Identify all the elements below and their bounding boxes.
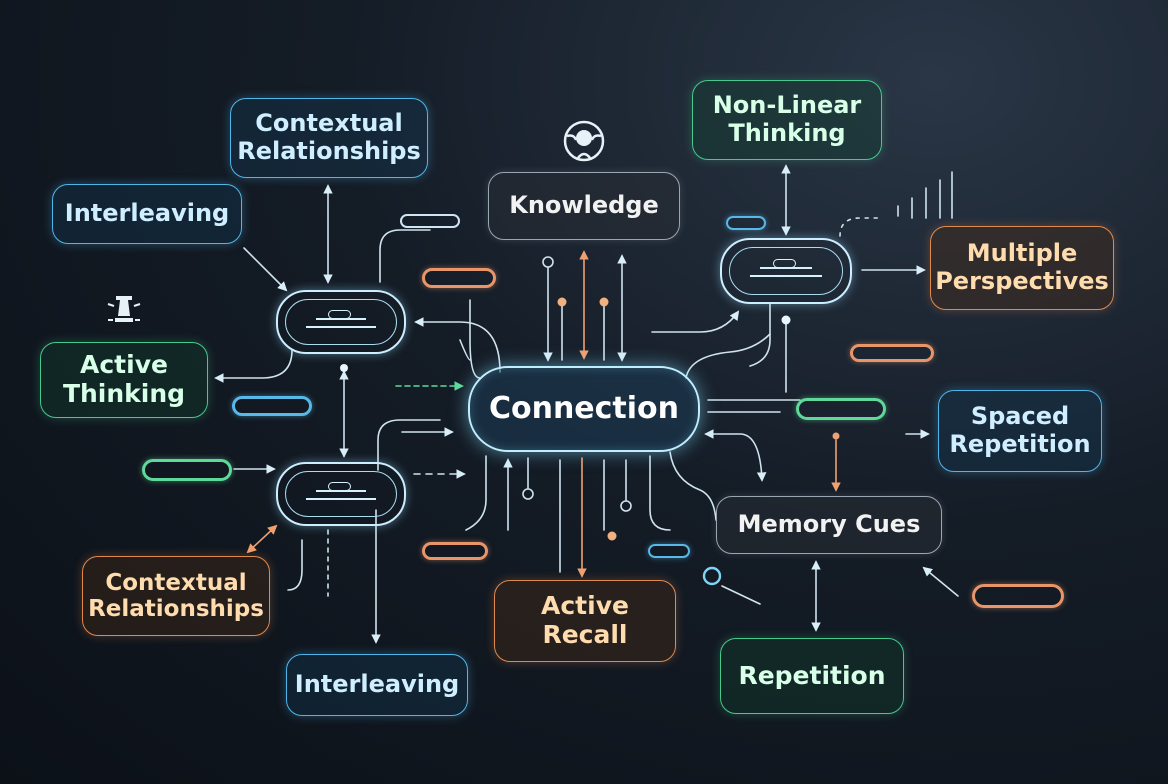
node-active-recall[interactable]: Active Recall: [494, 580, 676, 662]
decor-pill: [400, 214, 460, 228]
decor-pill: [232, 396, 312, 416]
node-non-linear-thinking[interactable]: Non-Linear Thinking: [692, 80, 882, 160]
node-connection[interactable]: Connection: [468, 366, 700, 452]
right-hub: [720, 238, 852, 304]
trophy-icon: [107, 296, 141, 322]
node-interleaving-top[interactable]: Interleaving: [52, 184, 242, 244]
steering-wheel-icon: [563, 120, 605, 162]
node-multiple-perspectives[interactable]: Multiple Perspectives: [930, 226, 1114, 310]
search-icon: [702, 566, 722, 586]
decor-pill: [726, 216, 766, 230]
lower-left-hub: [276, 462, 406, 526]
node-contextual-relationships-bottom[interactable]: Contextual Relationships: [82, 556, 270, 636]
left-hub: [276, 290, 406, 354]
node-memory-cues[interactable]: Memory Cues: [716, 496, 942, 554]
node-contextual-relationships-top[interactable]: Contextual Relationships: [230, 98, 428, 178]
node-interleaving-bottom[interactable]: Interleaving: [286, 654, 468, 716]
node-active-thinking[interactable]: Active Thinking: [40, 342, 208, 418]
decor-pill: [648, 544, 690, 558]
decor-pill: [422, 268, 496, 288]
decor-pill: [850, 344, 934, 362]
decor-pill: [142, 459, 232, 481]
decor-pill: [422, 542, 488, 560]
decor-pill: [972, 584, 1064, 608]
node-repetition[interactable]: Repetition: [720, 638, 904, 714]
node-spaced-repetition[interactable]: Spaced Repetition: [938, 390, 1102, 472]
decor-pill: [796, 398, 886, 420]
node-knowledge[interactable]: Knowledge: [488, 172, 680, 240]
